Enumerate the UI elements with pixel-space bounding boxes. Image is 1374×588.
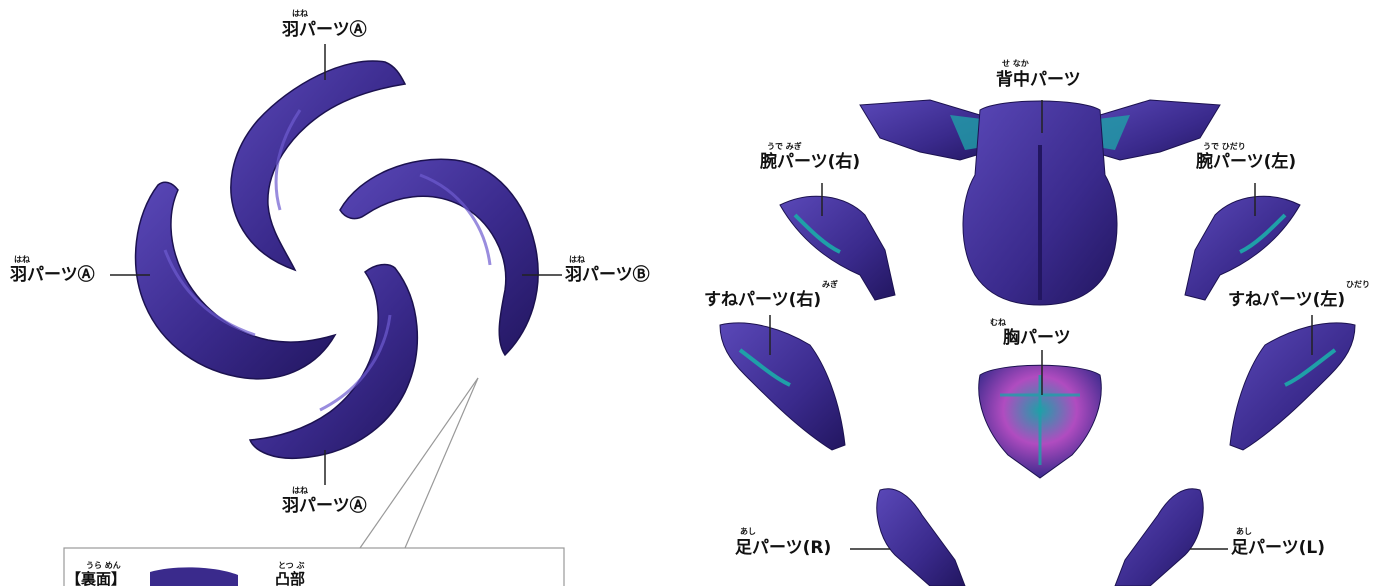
wing-part-a-bottom xyxy=(248,263,419,460)
back-label: 背中パーツ xyxy=(996,70,1081,90)
wing-top-furigana: はね xyxy=(292,9,308,18)
reverse-side-inset xyxy=(63,547,565,586)
wing-part-b-right xyxy=(339,158,539,357)
foot-right-furigana: あし xyxy=(740,527,756,536)
convex-label: 凸部 xyxy=(275,570,306,588)
wing-left-furigana: はね xyxy=(14,255,30,264)
foot-left-furigana: あし xyxy=(1236,527,1252,536)
body-parts-illustration xyxy=(719,99,1356,586)
wing-bottom-label: 羽パーツⒶ xyxy=(282,496,367,516)
arm-left-furigana: うで ひだり xyxy=(1203,142,1246,151)
wing-bottom-furigana: はね xyxy=(292,486,308,495)
arm-part-right xyxy=(779,195,896,301)
foot-left-label: 足パーツ(L) xyxy=(1231,538,1326,558)
foot-part-left xyxy=(1114,488,1204,586)
inset-title-furigana: うら めん xyxy=(86,561,121,570)
foot-right-label: 足パーツ(R) xyxy=(735,538,832,558)
convex-furigana: とつ ぶ xyxy=(278,561,305,570)
wing-parts-illustration xyxy=(63,44,565,586)
wing-right-furigana: はね xyxy=(569,255,585,264)
wing-top-label: 羽パーツⒶ xyxy=(282,20,367,40)
shin-left-furigana: ひだり xyxy=(1346,280,1370,289)
inset-title: 【裏面】 xyxy=(66,570,127,588)
wing-part-a-left xyxy=(134,181,337,380)
wing-left-label: 羽パーツⒶ xyxy=(10,265,95,285)
foot-part-right xyxy=(876,488,966,586)
arm-left-label: 腕パーツ(左) xyxy=(1196,152,1297,172)
arm-right-furigana: うで みぎ xyxy=(767,142,802,151)
chest-furigana: むね xyxy=(990,318,1006,327)
wing-part-a-top xyxy=(230,60,407,272)
shin-left-label: すねパーツ(左) xyxy=(1228,290,1346,310)
shin-right-label: すねパーツ(右) xyxy=(704,290,822,310)
arm-part-left xyxy=(1184,195,1301,301)
shin-part-right xyxy=(719,322,846,451)
back-furigana: せ なか xyxy=(1002,59,1029,68)
arm-right-label: 腕パーツ(右) xyxy=(760,152,861,172)
shin-part-left xyxy=(1229,322,1356,451)
wing-right-label: 羽パーツⒷ xyxy=(565,265,650,285)
chest-label: 胸パーツ xyxy=(1003,328,1071,348)
shin-right-furigana: みぎ xyxy=(822,280,838,289)
